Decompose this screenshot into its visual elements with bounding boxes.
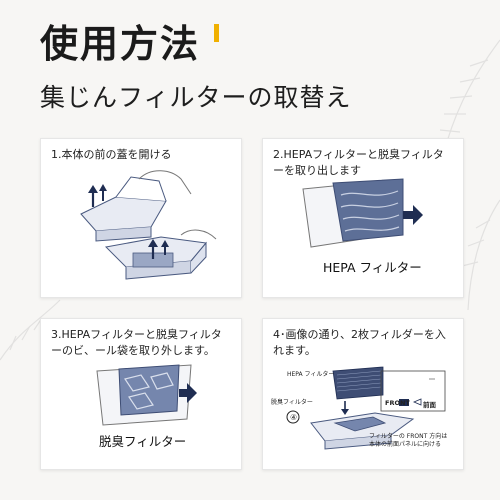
unit-front-illustration xyxy=(104,229,217,280)
diagram-step-number: ④ xyxy=(290,413,298,422)
diagram-note-line2: 本体の前面パネルに向ける xyxy=(369,441,442,448)
page-title: 使用方法 xyxy=(40,22,201,66)
diagram-front-label: FRONT xyxy=(385,399,410,407)
step-card-4: 4･画像の通り、2枚フィルダーを入れます。 HEPA フィルター 脱臭フィルター… xyxy=(262,318,464,470)
step-caption: 4･画像の通り、2枚フィルダーを入れます。 xyxy=(273,328,446,357)
title-row: 使用方法 xyxy=(40,22,220,66)
diagram-deodor-label: 脱臭フィルター xyxy=(271,399,313,406)
deodorizing-filter xyxy=(118,364,180,416)
remove-filters-illustration xyxy=(302,178,423,248)
step-caption: 3.HEPAフィルターと脱臭フィルターのビ、ール袋を取り外します。 xyxy=(51,328,222,357)
right-arrow-icon xyxy=(179,383,197,403)
hepa-filter-label: HEPA フィルター xyxy=(323,260,422,275)
diagram-note-line1: フィルターの FRONT 方向は xyxy=(369,433,448,440)
remove-bag-illustration xyxy=(96,364,197,426)
page-subtitle: 集じんフィルターの取替え xyxy=(40,83,352,112)
deodor-filter-label: 脱臭フィルター xyxy=(99,434,187,449)
right-arrow-icon xyxy=(403,205,423,225)
step-card-2: 2.HEPAフィルターと脱臭フィルターを取り出します HEPA フィルター xyxy=(262,138,464,298)
insert-filters-diagram xyxy=(286,366,446,450)
hepa-filter-sheet xyxy=(332,178,404,242)
step-card-1: 1.本体の前の蓋を開ける xyxy=(40,138,242,298)
step-caption: 2.HEPAフィルターと脱臭フィルターを取り出します xyxy=(273,148,444,177)
title-accent-bar xyxy=(214,24,220,42)
diagram-mae-label: 前面 xyxy=(423,401,436,409)
diagram-hepa-label: HEPA フィルター xyxy=(287,371,335,378)
unit-top-illustration xyxy=(80,170,192,242)
open-lid-illustration xyxy=(80,170,217,280)
hepa-filter-shape xyxy=(332,366,384,400)
step-card-3: 3.HEPAフィルターと脱臭フィルターのビ、ール袋を取り外します。 脱臭フィルタ… xyxy=(40,318,242,470)
front-label-box xyxy=(380,370,446,412)
step-caption: 1.本体の前の蓋を開ける xyxy=(51,148,172,161)
